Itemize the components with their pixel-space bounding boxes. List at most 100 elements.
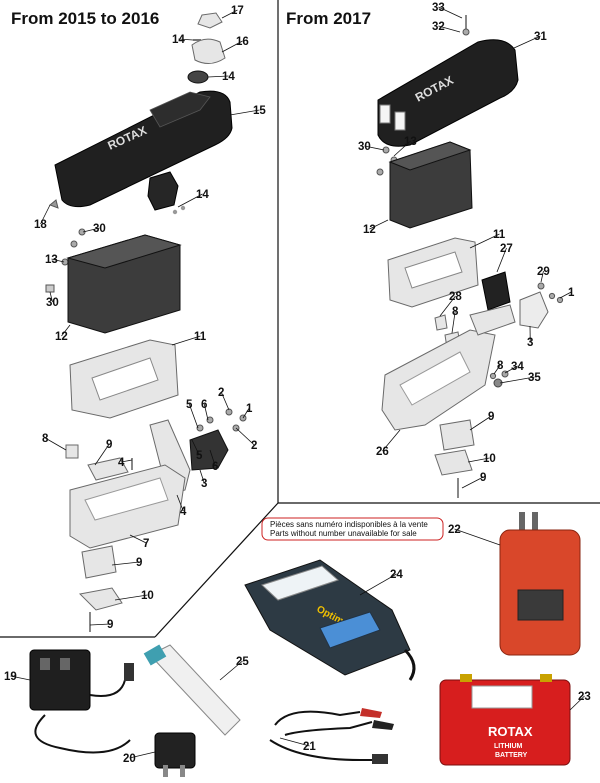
- part-14-grommet: [187, 70, 209, 84]
- leader-left-3: [199, 469, 205, 484]
- callout-right-31: 31: [534, 31, 547, 43]
- battery-top: [66, 234, 182, 269]
- part-31-cover: [377, 39, 519, 147]
- part-19-power-supply: [29, 649, 134, 754]
- leader-left-5: [191, 439, 200, 456]
- callout-bottom-19: 19: [4, 671, 17, 683]
- leader-left-17: [221, 9, 238, 19]
- part-17-cap: [197, 12, 223, 29]
- screw-29: [537, 282, 545, 290]
- screw-8-right: [489, 372, 497, 380]
- part-5-nut: [196, 424, 204, 432]
- leader-left-30: [49, 291, 53, 303]
- callout-right-8: 8: [497, 360, 504, 372]
- part-14-switch: [147, 171, 179, 211]
- tray-right-cutout: [399, 351, 471, 406]
- leader-right-27: [496, 247, 507, 273]
- leader-left-30: [82, 227, 100, 233]
- callout-left-6: 6: [212, 461, 218, 473]
- upper-bracket-right: [469, 304, 516, 336]
- supply-lead: [34, 714, 131, 754]
- callout-left-8: 8: [42, 433, 49, 445]
- nut-30-left: [45, 284, 55, 293]
- callout-left-15: 15: [253, 105, 266, 117]
- part-6-washer: [206, 416, 214, 424]
- leader-left-1: [242, 407, 250, 419]
- tube-body: [149, 644, 241, 736]
- leader-bottom-20: [129, 751, 156, 759]
- leader-left-5: [188, 403, 199, 429]
- section-dividers: [0, 0, 600, 638]
- leader-right-8: [451, 310, 456, 334]
- leader-right-35: [499, 376, 535, 384]
- callout-right-1: 1: [568, 287, 575, 299]
- nut-13-right: [376, 168, 384, 176]
- callout-bottom-20: 20: [123, 753, 136, 765]
- part-25-grease-tube: [143, 644, 241, 736]
- supply-pin-a: [40, 658, 50, 670]
- plug-adapter-body: [154, 732, 196, 769]
- callout-left-2: 2: [251, 440, 257, 452]
- leader-left-8: [45, 437, 67, 451]
- leader-left-18: [40, 204, 51, 225]
- nut-14-b: [180, 205, 186, 211]
- battery-terminal-minus: [540, 674, 552, 682]
- callout-left-14: 14: [196, 189, 209, 201]
- leader-left-14: [178, 38, 194, 41]
- part-3-relay-right: [519, 291, 549, 329]
- part-10-strap-piece: [78, 587, 123, 611]
- leader-right-31: [513, 35, 541, 49]
- strap-right-window: [404, 251, 463, 289]
- callout-left-2: 2: [218, 387, 224, 399]
- leader-left-16: [221, 40, 243, 53]
- right-assembly: ROTAX: [376, 15, 564, 498]
- part-9-clamp-upper: [87, 457, 129, 481]
- callout-right-9: 9: [480, 472, 486, 484]
- callout-right-34: 34: [511, 361, 524, 373]
- adapter-display: [517, 589, 564, 621]
- notice-box: Pièces sans numéro indisponibles à la ve…: [261, 517, 444, 541]
- left-assembly: ROTAX: [45, 12, 247, 632]
- part-9-clamp-lower: [81, 545, 117, 579]
- callout-left-5: 5: [196, 450, 203, 462]
- leader-right-30: [364, 145, 385, 151]
- callout-bottom-24: 24: [390, 569, 403, 581]
- callout-left-18: 18: [34, 219, 47, 231]
- screw-18: [49, 199, 59, 209]
- battery-terminal-plus: [460, 674, 472, 682]
- part-28-clip: [434, 314, 448, 331]
- callout-left-13: 13: [45, 254, 58, 266]
- leader-bottom-19: [10, 675, 31, 681]
- callout-right-32: 32: [432, 21, 445, 33]
- leader-left-4: [121, 459, 133, 463]
- leader-left-2: [220, 391, 230, 411]
- clamp-black: [372, 720, 394, 730]
- part-15-cover: [54, 90, 233, 208]
- part-21-clamps-lead: [269, 708, 394, 764]
- header-2015-2016: From 2015 to 2016: [11, 9, 159, 28]
- lead-wire-a: [274, 710, 361, 726]
- leader-left-9: [94, 443, 110, 466]
- plug-pin-b: [532, 512, 538, 530]
- screw-30-left: [78, 228, 86, 236]
- nut-14-a: [172, 209, 178, 215]
- nut-1-b: [556, 296, 564, 304]
- leader-left-7: [129, 534, 147, 544]
- notice-line-fr: Pièces sans numéro indisponibles à la ve…: [270, 520, 428, 529]
- part-8-clip: [65, 444, 79, 459]
- strap-window: [91, 357, 159, 401]
- leader-right-26: [382, 429, 401, 452]
- part-10-strap-right: [434, 449, 473, 476]
- callout-bottom-25: 25: [236, 656, 249, 668]
- leader-left-10: [114, 594, 148, 601]
- part-22-adapter: [499, 512, 581, 656]
- leader-bottom-23: [569, 695, 585, 711]
- leader-left-11: [171, 335, 201, 346]
- callout-left-4: 4: [180, 506, 187, 518]
- callout-right-13: 13: [404, 136, 417, 148]
- callout-right-33: 33: [432, 2, 445, 14]
- charger-label-panel: [261, 565, 339, 601]
- nut-1-a: [548, 292, 556, 300]
